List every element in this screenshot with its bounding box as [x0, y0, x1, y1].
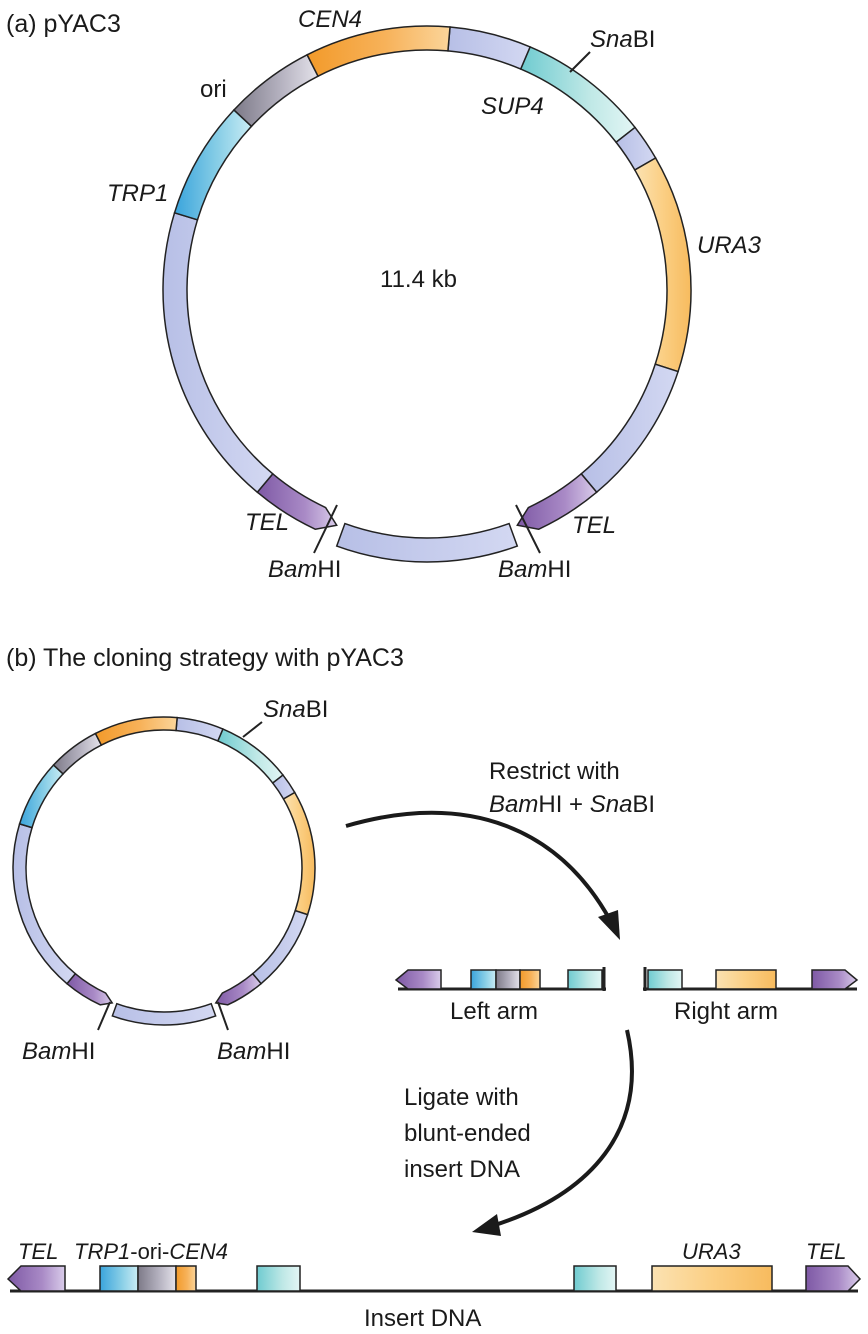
plasmid-size-label: 11.4 kb: [380, 266, 457, 293]
label-ura3: URA3: [697, 232, 762, 259]
plasmid-b-segment-backbone-right2: [251, 909, 309, 985]
right-arm-label: Right arm: [674, 998, 778, 1025]
small-snabi-tick: [242, 721, 263, 738]
plasmid-a-segment-backbone-right2: [580, 363, 680, 494]
label-trp1: TRP1: [107, 180, 168, 207]
label-sup4: SUP4: [481, 93, 544, 120]
plasmid-b-segment-backbone-top: [175, 716, 224, 742]
step2-line2: blunt-ended: [404, 1120, 531, 1147]
final-label-ura3: URA3: [682, 1239, 741, 1264]
left-arm-sup4-block: [567, 969, 603, 990]
plasmid-b-segment-backbone-left: [12, 822, 77, 985]
label-bamhi-left: BamHI: [268, 556, 341, 583]
final-label-tel-right: TEL: [806, 1239, 846, 1264]
right-arm-tel-block: [811, 969, 859, 990]
final-trp1-block: [99, 1265, 139, 1292]
ligate-arrowhead: [472, 1214, 501, 1236]
plasmid-a-segment-ura3: [633, 156, 692, 373]
bamhi-right-tick: [515, 504, 541, 554]
left-arm-label: Left arm: [450, 998, 538, 1025]
label-snabi: SnaBI: [590, 26, 655, 53]
ligate-arrow: [491, 1029, 634, 1228]
small-label-bamhi-right: BamHI: [217, 1038, 290, 1065]
restrict-arrow: [345, 810, 612, 921]
small-label-snabi: SnaBI: [263, 696, 328, 723]
step1-line1: Restrict with: [489, 758, 620, 785]
final-ori-block: [137, 1265, 177, 1292]
label-cen4: CEN4: [298, 6, 362, 33]
plasmid-b-segment-ori: [52, 732, 103, 775]
plasmid-a-segment-backbone-left: [162, 211, 274, 494]
left-arm-cen4-block: [519, 969, 541, 990]
step1-line2: BamHI + SnaBI: [489, 791, 655, 818]
right-arm-ura3-block: [715, 969, 777, 990]
right-arm: [643, 967, 859, 991]
plasmid-b-segment-ura3: [282, 791, 316, 916]
small-bamhi-right-tick: [217, 1001, 229, 1031]
label-bamhi-right: BamHI: [498, 556, 571, 583]
plasmid-b-segment-stuffer: [111, 1002, 217, 1026]
final-tel-right-block: [805, 1265, 862, 1292]
left-arm-ori-block: [495, 969, 521, 990]
final-cen4-block: [175, 1265, 197, 1292]
left-arm: [394, 967, 606, 991]
final-label-trp1-ori-cen4: TRP1-ori-CEN4: [74, 1239, 228, 1264]
final-ura3-block: [651, 1265, 773, 1292]
label-tel-left: TEL: [245, 509, 289, 536]
plasmid-b-segment-sup4: [216, 728, 285, 785]
final-sup4-right-block: [573, 1265, 617, 1292]
step2-line3: insert DNA: [404, 1156, 520, 1183]
restrict-arrowhead: [598, 910, 620, 940]
final-sup4-left-block: [256, 1265, 301, 1292]
panel-b-title: (b) The cloning strategy with pYAC3: [6, 644, 404, 672]
plasmid-a-segment-backbone-top: [447, 26, 532, 71]
small-bamhi-left-tick: [97, 1001, 111, 1031]
plasmid-a-segment-trp1: [173, 108, 253, 221]
plasmid-b-segment-trp1: [18, 763, 65, 829]
bamhi-left-tick: [313, 504, 338, 554]
plasmid-a-segment-cen4: [306, 25, 451, 78]
label-tel-right: TEL: [572, 512, 616, 539]
final-label-tel-left: TEL: [18, 1239, 58, 1264]
final-tel-left-block: [6, 1265, 66, 1292]
plasmid-b-segment-cen4: [94, 716, 178, 747]
plasmid-b-segment-tel-right: [214, 972, 263, 1006]
plasmid-a-segment-tel-right: [516, 472, 598, 531]
final-yac: [6, 1265, 862, 1293]
right-arm-sup4-block: [647, 969, 683, 990]
small-label-bamhi-left: BamHI: [22, 1038, 95, 1065]
insert-dna-label: Insert DNA: [364, 1305, 481, 1332]
label-ori: ori: [200, 76, 227, 103]
plasmid-a-segment-ori: [232, 53, 320, 128]
left-arm-tel-block: [394, 969, 442, 990]
plasmid-map-pyac3: [162, 25, 692, 563]
left-arm-trp1-block: [470, 969, 497, 990]
plasmid-map-small: [12, 716, 316, 1026]
snabi-site-tick: [569, 51, 591, 73]
plasmid-a-segment-stuffer: [335, 522, 519, 563]
plasmid-b-segment-tel-left: [65, 972, 114, 1006]
step2-line1: Ligate with: [404, 1084, 519, 1111]
panel-a-title: (a) pYAC3: [6, 10, 121, 38]
